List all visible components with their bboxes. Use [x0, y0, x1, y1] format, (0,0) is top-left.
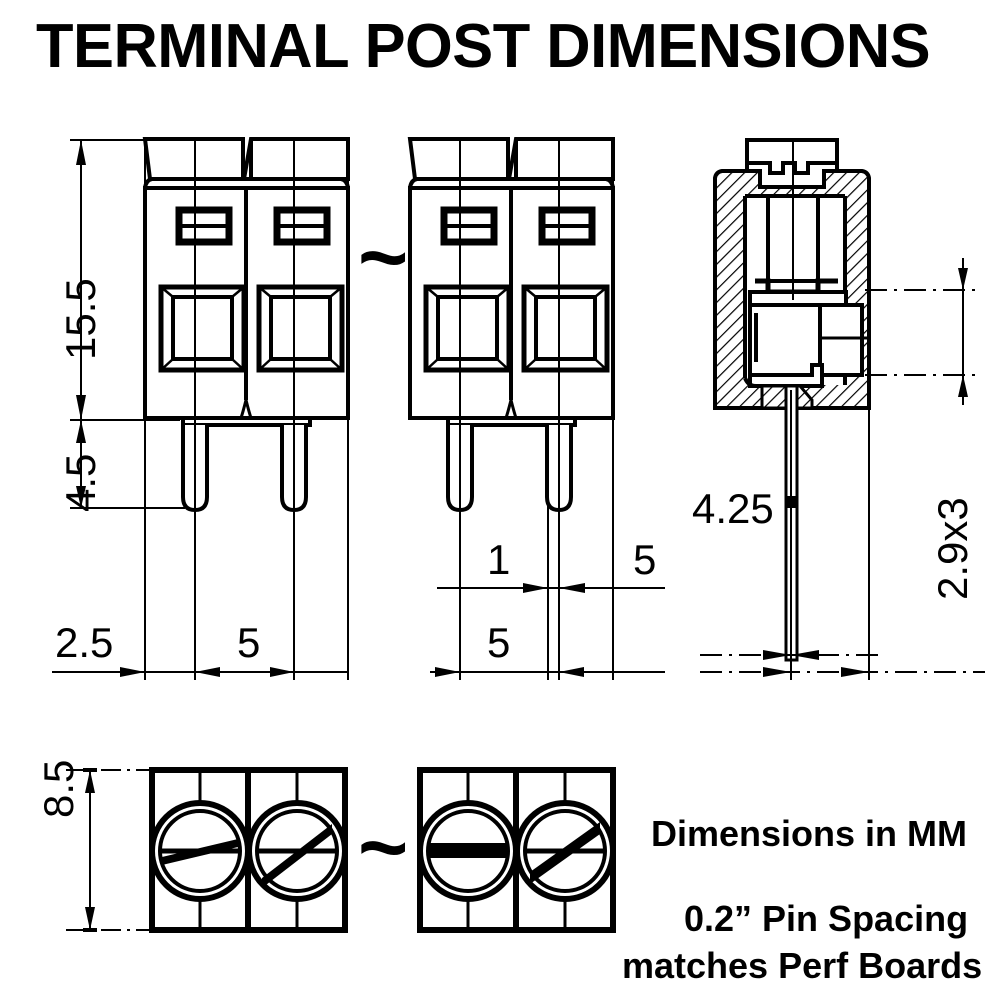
- screw-head-top-left-2: [246, 800, 348, 902]
- front-elevation-left-view: [52, 137, 350, 680]
- terminal-opening-right-2: [521, 284, 610, 373]
- note-dimensions-in-mm: Dimensions in MM: [651, 813, 968, 854]
- wire-slot-right-1: [440, 206, 498, 246]
- wire-slot-left-2: [273, 206, 331, 246]
- dimension-row-left: [52, 667, 348, 677]
- dimension-label-2-5: 2.5: [55, 619, 114, 666]
- break-symbol-top: ~: [358, 800, 409, 896]
- terminal-opening-left-1: [158, 284, 247, 373]
- dimension-row-right-lower: [430, 667, 665, 677]
- wire-slot-left-1: [175, 206, 233, 246]
- top-view-right: [417, 767, 616, 933]
- note-perf-boards: matches Perf Boards: [622, 945, 983, 986]
- dimension-label-2-9x3: 2.9x3: [929, 497, 976, 600]
- top-view-left: [66, 767, 348, 933]
- page-title: TERMINAL POST DIMENSIONS: [36, 12, 931, 81]
- screw-head-top-right-2: [514, 800, 616, 902]
- dimension-4-25: [700, 650, 985, 677]
- front-elevation-right-view: [407, 137, 665, 680]
- dimension-label-1: 1: [487, 536, 511, 583]
- dimension-15-5: [76, 140, 86, 420]
- wire-slot-right-2: [538, 206, 596, 246]
- section-projection-lines: [790, 408, 870, 680]
- dimension-label-5-left: 5: [237, 619, 261, 666]
- dimension-8-5: [66, 768, 152, 932]
- dimension-4-5: [76, 420, 86, 508]
- dimension-label-4-5: 4.5: [57, 453, 104, 512]
- note-pin-spacing: 0.2” Pin Spacing: [684, 898, 969, 939]
- dimension-2-9x3: [865, 258, 975, 405]
- screw-head-top-left-1: [149, 800, 251, 902]
- dimension-label-4-25: 4.25: [692, 485, 774, 532]
- terminal-opening-left-2: [256, 284, 345, 373]
- terminal-opening-right-1: [423, 284, 512, 373]
- projection-lines-right: [459, 140, 614, 680]
- dimension-label-5-right-upper: 5: [633, 536, 657, 583]
- dimension-row-right-upper: [437, 583, 665, 593]
- terminal-cap-left: [142, 137, 350, 181]
- projection-lines-left: [70, 139, 349, 680]
- dimension-label-15-5: 15.5: [57, 278, 104, 360]
- terminal-cap-right: [407, 137, 615, 181]
- break-symbol-front: ~: [358, 210, 409, 306]
- dimension-label-5-right-lower: 5: [487, 619, 511, 666]
- side-section-view: [700, 138, 985, 680]
- screw-head-top-right-1: [417, 800, 519, 902]
- dimension-label-8-5: 8.5: [35, 759, 82, 818]
